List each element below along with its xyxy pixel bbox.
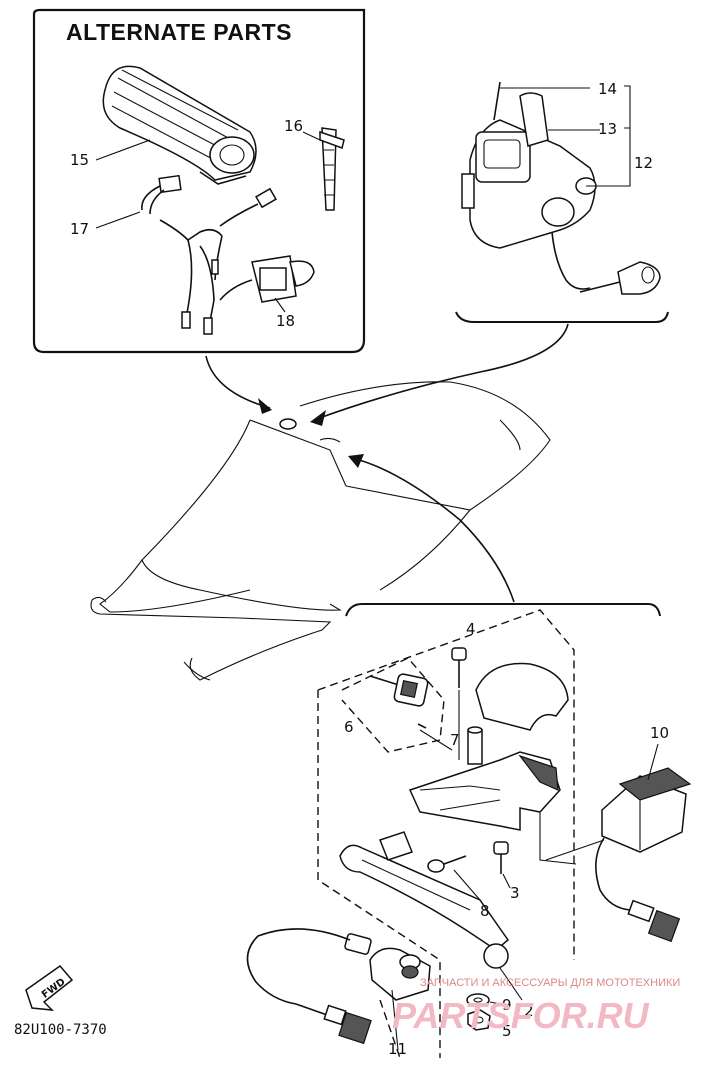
nut-part-5 <box>467 1009 501 1031</box>
washer-part-9 <box>466 993 501 1007</box>
watermark-brand: PARTSFOR.RU <box>392 995 650 1036</box>
switch-assembly-group <box>455 81 669 323</box>
label-16: 16 <box>284 117 303 135</box>
label-9: 9 <box>502 996 512 1014</box>
label-13: 13 <box>598 120 617 138</box>
bolt-part-6 <box>369 673 429 729</box>
housing-cover <box>475 662 569 731</box>
screw-part-3 <box>493 841 511 889</box>
dashed-subgroup-6 <box>341 657 445 753</box>
label-15: 15 <box>70 151 89 169</box>
label-18: 18 <box>276 312 295 330</box>
leader-18 <box>274 297 286 313</box>
diagram-code: 82U100-7370 <box>14 1022 107 1038</box>
lever-bracket <box>408 751 561 831</box>
label-5: 5 <box>502 1022 512 1040</box>
watermark-tagline: ЗАПЧАСТИ И АКСЕССУАРЫ ДЛЯ МОТОТЕХНИКИ <box>420 977 680 989</box>
label-8: 8 <box>480 902 490 920</box>
brake-lever <box>339 831 510 969</box>
switch-harness-part-18 <box>159 187 315 335</box>
leader-16 <box>302 131 321 141</box>
leader-10 <box>647 743 659 781</box>
dashed-assembly-outline <box>317 609 575 1058</box>
label-14: 14 <box>598 80 617 98</box>
sleeve-part-7 <box>419 726 483 765</box>
alternate-parts-box: ALTERNATE PARTS 15 16 17 <box>32 8 366 354</box>
label-17: 17 <box>70 220 89 238</box>
label-11: 11 <box>388 1040 407 1058</box>
leader-15 <box>95 139 151 161</box>
label-6: 6 <box>344 718 354 736</box>
leader-2 <box>499 967 523 1001</box>
label-12: 12 <box>634 154 653 172</box>
bolt-part-8 <box>427 855 481 901</box>
label-10: 10 <box>650 724 669 742</box>
screw-part-4 <box>451 647 467 760</box>
label-4: 4 <box>466 620 476 638</box>
arrow-from-alternate <box>205 355 271 409</box>
fwd-arrow-icon: FWD <box>25 964 74 1011</box>
arrow-to-lever <box>351 457 515 603</box>
snowmobile-body <box>90 381 551 681</box>
wire-part-17 <box>141 174 182 215</box>
strap-part-16 <box>319 127 345 211</box>
leader-17 <box>95 211 141 229</box>
switch-part-11 <box>246 928 431 1051</box>
lower-assembly-bracket <box>345 603 661 617</box>
alternate-parts-title: ALTERNATE PARTS <box>66 19 292 45</box>
grip-part-15 <box>102 65 257 185</box>
label-7: 7 <box>450 731 460 749</box>
arrow-from-switch <box>313 323 569 421</box>
label-2: 2 <box>524 1002 534 1020</box>
label-3: 3 <box>510 884 520 902</box>
module-part-10 <box>545 767 692 943</box>
